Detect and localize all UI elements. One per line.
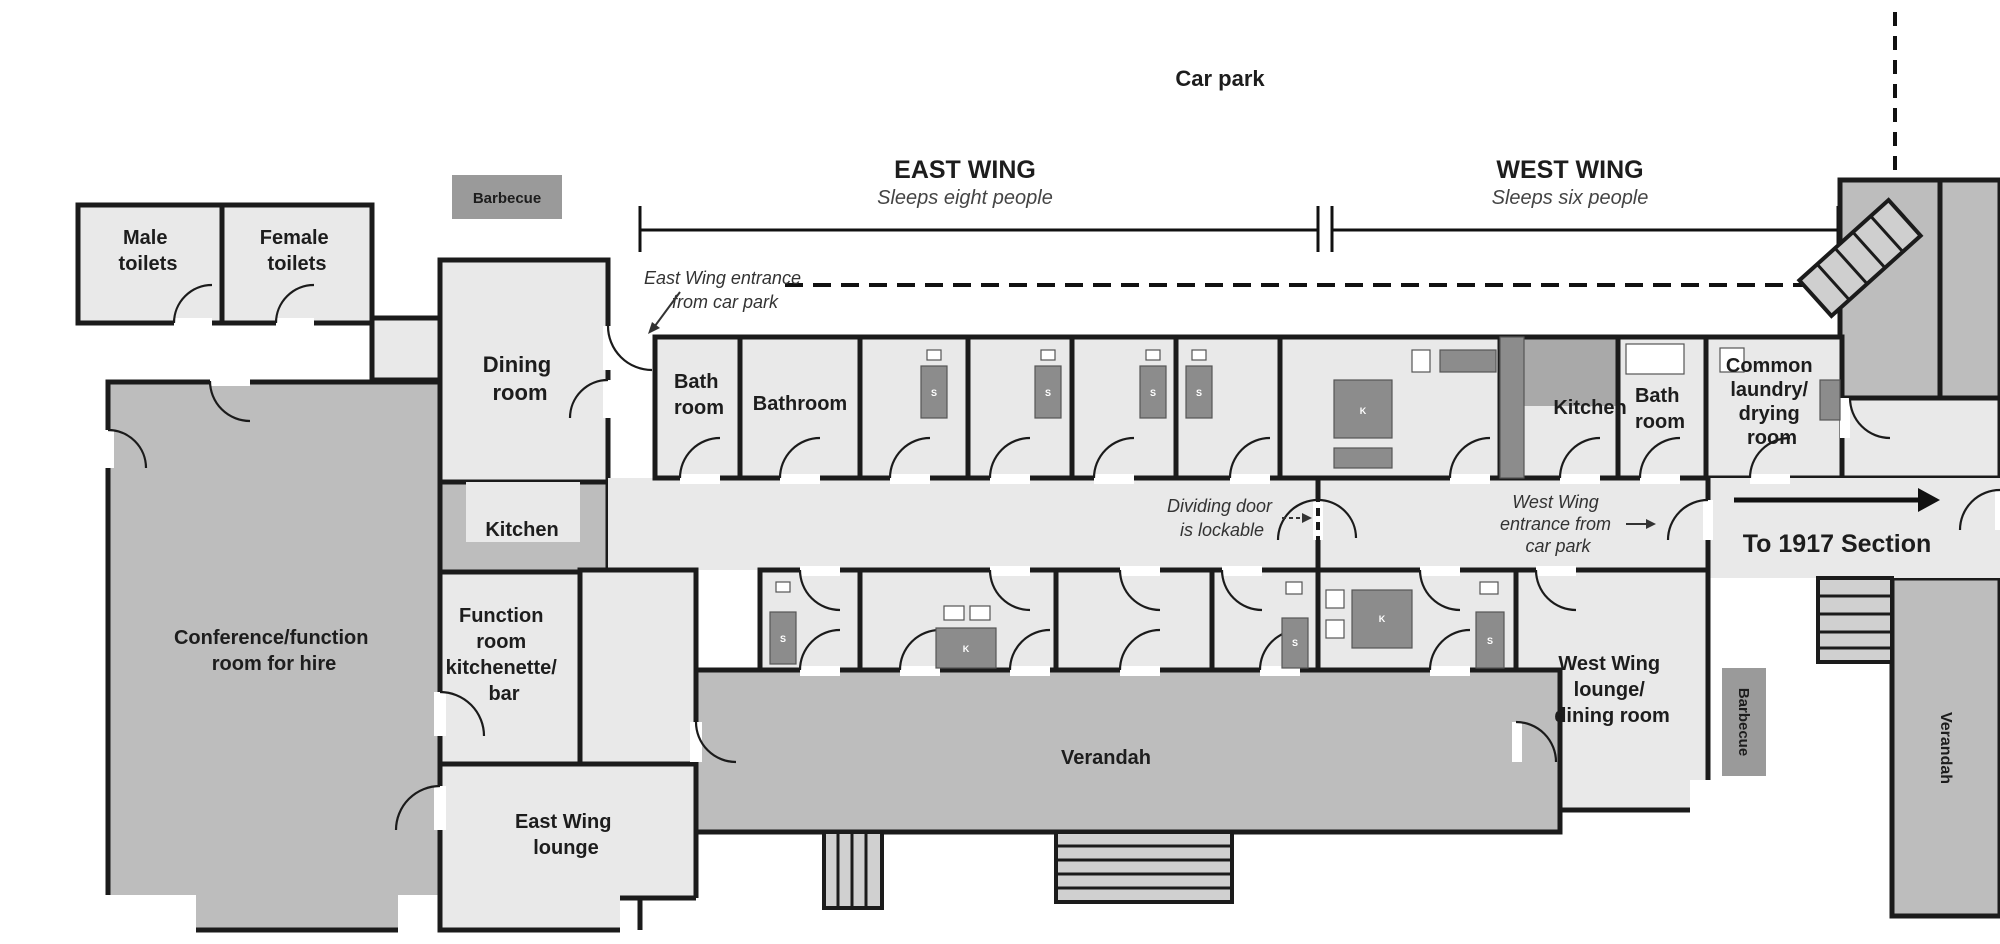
room-1917-hall (1839, 395, 2000, 481)
svg-text:S: S (780, 634, 786, 644)
west-wing-title: WEST WING (1496, 156, 1643, 184)
west-entrance-note: West Wing entrance from car park (1500, 492, 1616, 556)
room-conference-notch (100, 895, 196, 944)
function-kitchenette-label: Function room kitchenette/ bar (446, 605, 563, 705)
bath-room-east-label: Bath room (674, 371, 724, 419)
east-lounge-label: East Wing lounge (515, 811, 617, 859)
room-link-passage (369, 315, 443, 383)
verandah-side-label: Verandah (1937, 712, 1954, 784)
svg-text:S: S (1150, 388, 1156, 398)
west-wing-subtitle: Sleeps six people (1492, 187, 1649, 209)
verandah-main-label: Verandah (1061, 747, 1151, 769)
svg-text:S: S (1196, 388, 1202, 398)
room-bed-1 (857, 334, 971, 481)
steps-1917 (1816, 576, 1894, 664)
dividing-door-swing (1317, 498, 1358, 539)
room-conference-notch-right (398, 895, 444, 944)
to-1917-label: To 1917 Section (1743, 530, 1932, 558)
arrow-to-1917 (1734, 488, 1940, 512)
east-wing-span (638, 206, 1320, 252)
angled-steps (1796, 197, 1924, 319)
room-bathroom (737, 334, 863, 481)
west-wing-span (1330, 206, 1840, 252)
dividing-door-note: Dividing door is lockable (1167, 496, 1277, 540)
room-male-toilets (75, 202, 225, 326)
east-wing-subtitle: Sleeps eight people (877, 187, 1053, 209)
barbecue-side (1722, 668, 1766, 776)
kitchen-west-label: Kitchen (1553, 397, 1626, 419)
room-conference (105, 379, 443, 933)
door-gaps (102, 318, 2000, 830)
room-kitchen-small-floor (466, 482, 580, 542)
west-lounge-label: West Wing lounge/ dining room (1554, 653, 1670, 727)
room-east-lounge-passage (577, 567, 699, 767)
room-female-toilets (219, 202, 375, 326)
svg-text:K: K (1360, 406, 1367, 416)
room-1917-verandah (1889, 575, 2000, 919)
female-toilets-label: Female toilets (260, 227, 335, 275)
conference-label: Conference/function room for hire (174, 627, 374, 675)
room-1917-block (1937, 177, 2000, 403)
east-wing-title: EAST WING (894, 156, 1036, 184)
barbecue-side-label: Barbecue (1735, 688, 1752, 756)
room-dining (437, 257, 611, 485)
svg-text:S: S (1045, 388, 1051, 398)
dining-room-label: Dining room (483, 352, 558, 405)
door-swings (107, 283, 2000, 831)
barbecue-top (452, 175, 562, 219)
room-west-lounge-notch (1690, 780, 1714, 814)
kitchen-small-label: Kitchen (485, 519, 558, 541)
verandah-steps-left (822, 830, 884, 910)
male-toilets-label: Male toilets (119, 227, 178, 275)
verandah-steps-centre (1054, 830, 1234, 904)
bath-room-west-label: Bath room (1635, 385, 1685, 433)
bathroom-label: Bathroom (753, 393, 847, 415)
barbecue-top-label: Barbecue (473, 190, 541, 207)
corridor-to-1917 (1708, 478, 2000, 570)
fixture-labels: S S S S K S K S K S (780, 388, 1493, 654)
room-kitchen-west-floor (1524, 406, 1618, 478)
svg-text:S: S (931, 388, 937, 398)
svg-text:K: K (963, 644, 970, 654)
room-east-lounge-cut (620, 898, 700, 944)
room-function-kitchenette (437, 569, 583, 767)
common-laundry-label: Common laundry/ drying room (1726, 355, 1818, 449)
fixtures (769, 336, 1841, 669)
svg-text:K: K (1379, 614, 1386, 624)
room-bath-east (652, 334, 743, 481)
room-lower-bed-s (1053, 567, 1215, 673)
svg-text:S: S (1487, 636, 1493, 646)
east-entrance-note: East Wing entrance from car park (644, 268, 806, 312)
svg-text:S: S (1292, 638, 1298, 648)
car-park-label: Car park (1175, 66, 1265, 91)
east-entrance-arrow (651, 291, 681, 331)
